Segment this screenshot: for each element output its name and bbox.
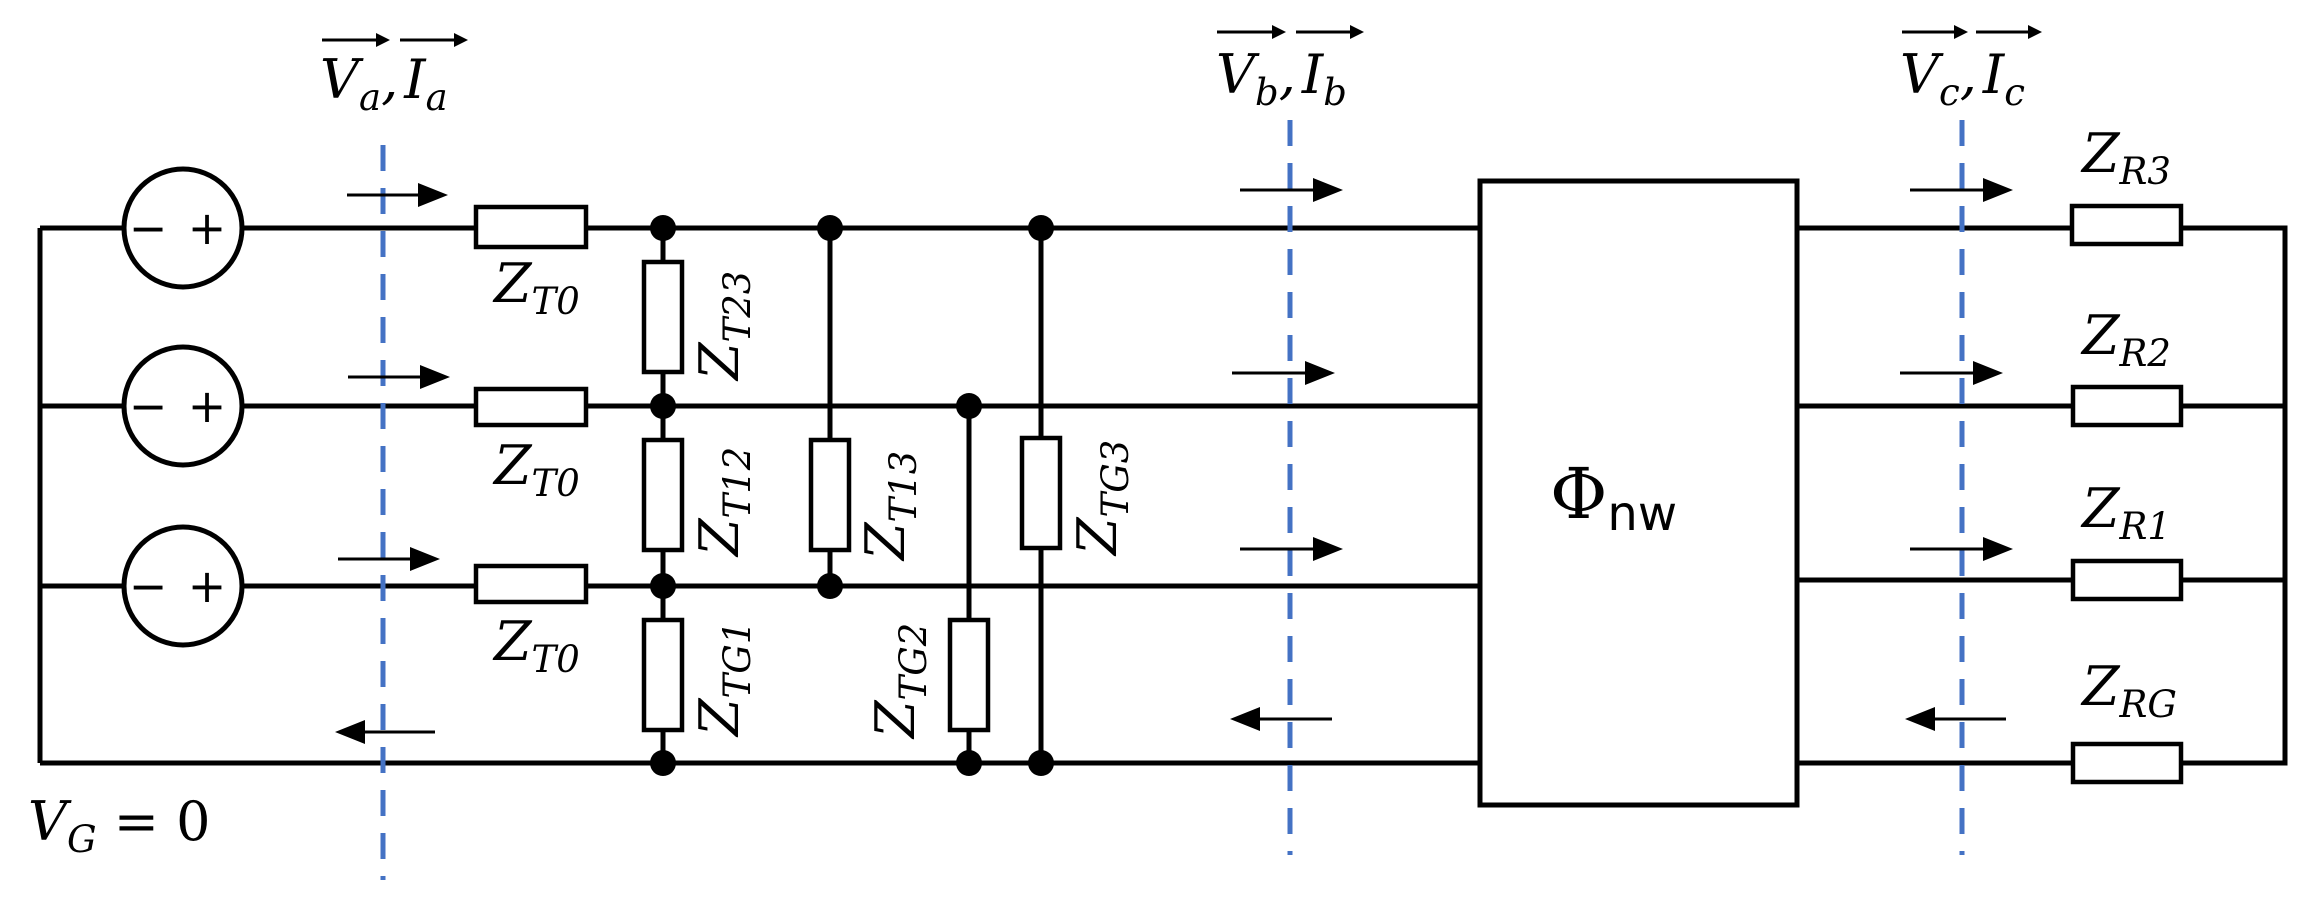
cut-c-label: Vc,Ic: [1900, 25, 2042, 114]
label-zt12: ZT12: [688, 447, 759, 558]
arrow-right: [1900, 361, 2003, 385]
node: [817, 573, 843, 599]
arrow-left: [1905, 707, 2006, 731]
label-zt0-1: ZT0: [492, 252, 580, 323]
node: [650, 215, 676, 241]
arrow-left: [1230, 707, 1332, 731]
vector-arrow-icon: [1902, 25, 1968, 39]
junction-nodes: [650, 215, 1054, 776]
plus-sign: +: [188, 201, 227, 255]
vector-arrow-icon: [1976, 25, 2042, 39]
arrow-right: [338, 547, 440, 571]
label-zt0-2: ZT0: [492, 434, 580, 505]
network-block-label: Φnw: [1550, 453, 1677, 542]
minus-sign: −: [129, 559, 168, 613]
node: [650, 393, 676, 419]
wires: [37, 225, 2288, 766]
current-symbol: I: [403, 48, 427, 111]
minus-sign: −: [129, 379, 168, 433]
label-zt23: ZT23: [688, 271, 759, 382]
arrow-right: [1910, 178, 2013, 202]
resistor-zt13: [808, 437, 852, 553]
label-zr2: ZR2: [2080, 304, 2171, 375]
arrow-right: [1232, 361, 1335, 385]
resistor-zr2: [2070, 384, 2184, 428]
current-symbol: I: [1982, 43, 2006, 106]
resistors: [473, 203, 2184, 785]
vector-arrow-icon: [322, 33, 390, 47]
node: [650, 750, 676, 776]
cut-b-label: Vb,Ib: [1216, 25, 1364, 114]
node: [817, 215, 843, 241]
current-symbol: I: [1301, 43, 1325, 106]
vector-arrow-icon: [400, 33, 468, 47]
ground-reference-label: VG = 0: [28, 790, 211, 861]
node: [1028, 215, 1054, 241]
resistor-zr1: [2070, 558, 2184, 602]
current-arrows: [335, 178, 2013, 744]
plus-sign: +: [188, 379, 227, 433]
vector-arrow-icon: [1217, 25, 1286, 39]
resistor-zt0-2: [473, 386, 589, 428]
voltage-source-2: − +: [121, 344, 245, 468]
minus-sign: −: [129, 201, 168, 255]
resistor-labels: ZT0 ZT0 ZT0 ZT23 ZT12 ZT13 ZTG1 ZTG2 ZTG…: [492, 122, 2177, 740]
resistor-zrg: [2070, 741, 2184, 785]
node: [956, 750, 982, 776]
label-ztg2: ZTG2: [864, 623, 935, 740]
voltage-sources: − + − + − +: [121, 166, 245, 648]
voltage-source-1: − +: [121, 166, 245, 290]
label-ztg1: ZTG1: [688, 621, 759, 738]
resistor-zt12: [641, 437, 685, 553]
svg-text:Vb,Ib: Vb,Ib: [1216, 43, 1347, 114]
arrow-right: [1240, 178, 1343, 202]
cut-labels: Va,Ia Vb,Ib Vc,Ic: [320, 25, 2042, 119]
label-ztg3: ZTG3: [1066, 440, 1137, 557]
resistor-ztg1: [641, 617, 685, 733]
right-bus-wire: [2181, 225, 2288, 766]
label-zr1: ZR1: [2080, 477, 2171, 548]
label-zr3: ZR3: [2080, 122, 2171, 193]
cut-a-label: Va,Ia: [320, 33, 468, 119]
arrow-right: [348, 365, 450, 389]
arrow-right: [347, 183, 448, 207]
voltage-symbol: V: [1216, 43, 1260, 106]
resistor-zr3: [2069, 203, 2184, 247]
left-bus-wire: [37, 225, 124, 763]
resistor-zt0-1: [473, 204, 589, 250]
svg-text:Va,Ia: Va,Ia: [320, 48, 448, 119]
resistor-zt0-3: [473, 563, 589, 605]
voltage-source-3: − +: [121, 524, 245, 648]
vector-arrow-icon: [1296, 25, 1364, 39]
resistor-ztg2: [947, 617, 991, 733]
label-zt0-3: ZT0: [492, 610, 580, 681]
resistor-zt23: [641, 259, 685, 375]
svg-text:Vc,Ic: Vc,Ic: [1900, 43, 2025, 114]
node: [650, 573, 676, 599]
arrow-right: [1910, 537, 2013, 561]
voltage-symbol: V: [1900, 43, 1944, 106]
label-zrg: ZRG: [2080, 655, 2177, 726]
cut-lines: [380, 120, 1965, 880]
network-block: Φnw: [1477, 178, 1800, 808]
node: [956, 393, 982, 419]
plus-sign: +: [188, 559, 227, 613]
resistor-ztg3: [1019, 435, 1063, 551]
node: [1028, 750, 1054, 776]
line-3-wire: [242, 577, 2073, 589]
arrow-left: [335, 720, 435, 744]
voltage-symbol: V: [320, 48, 364, 111]
label-zt13: ZT13: [854, 451, 925, 562]
arrow-right: [1240, 537, 1343, 561]
